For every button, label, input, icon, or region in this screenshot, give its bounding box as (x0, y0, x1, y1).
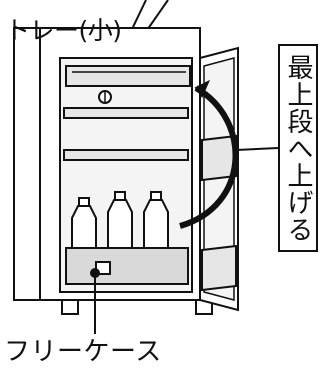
bottle-icon (71, 191, 169, 259)
shelf-1 (63, 107, 189, 119)
door-pocket-1 (201, 134, 237, 182)
curved-arrow-head (194, 79, 210, 98)
move-to-top-text: 最上段へ上げる (283, 53, 313, 243)
free-case (65, 247, 189, 285)
free-case-label: フリーケース (4, 337, 162, 367)
curved-arrow-icon (179, 85, 239, 229)
cabinet-side (13, 27, 41, 301)
tray-label: トレー(小) (5, 16, 122, 45)
callout-pointer-line (235, 147, 279, 151)
foot-left (61, 299, 79, 315)
move-to-top-callout: 最上段へ上げる (278, 44, 318, 252)
shelf-2 (63, 149, 189, 161)
small-tray (65, 65, 191, 87)
door-pocket-2 (201, 244, 237, 292)
free-case-marker (90, 268, 100, 278)
